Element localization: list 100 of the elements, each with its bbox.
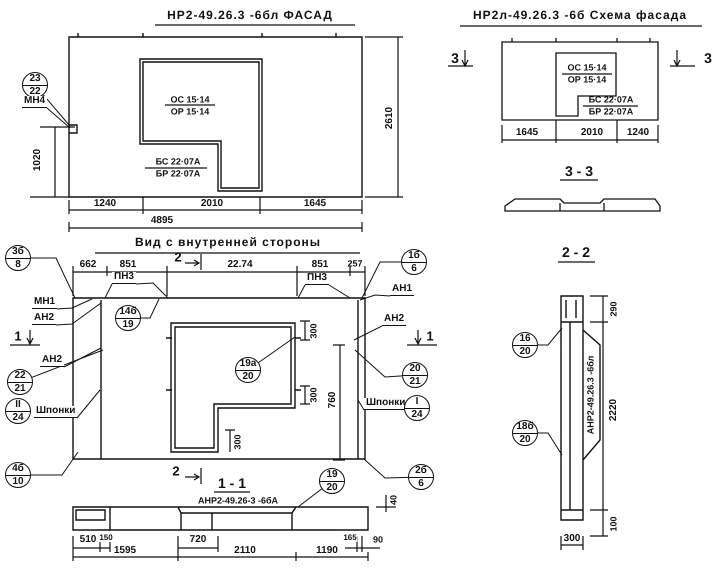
callout-circle <box>115 305 141 331</box>
dimension-value: 2010 <box>580 128 604 138</box>
callout-number: 22 <box>8 370 32 382</box>
callout-number: 10 <box>12 476 24 486</box>
callout-circle <box>404 395 430 421</box>
leader-line <box>136 282 168 298</box>
callout-number: 21 <box>409 376 421 386</box>
dimension-value: 2220 <box>609 398 619 422</box>
callout-number: 6 <box>411 262 417 274</box>
dimension-value: 150 <box>98 534 114 542</box>
leader-text: АН2 <box>40 355 64 367</box>
dimension-value: 662 <box>80 260 96 270</box>
leader-line <box>56 298 92 310</box>
callout-number: 19а <box>236 358 260 370</box>
dimension-value: 1595 <box>114 546 136 556</box>
opening-mark: БС 22·07А <box>588 96 634 104</box>
callout-number: 8 <box>15 258 21 270</box>
callout-number: 16 <box>513 334 537 346</box>
opening-mark: БР 22·07А <box>588 108 634 116</box>
opening-mark: БР 22·07А <box>156 170 200 178</box>
dimension-value: 300 <box>234 434 242 450</box>
dimension-value: 720 <box>190 535 206 545</box>
leader-line <box>364 458 408 478</box>
leader-line <box>140 298 160 318</box>
section-mark: 3 <box>704 51 712 65</box>
leader-line <box>298 488 322 508</box>
callout-circle <box>7 369 33 395</box>
callout-circle <box>512 332 538 358</box>
section-profile-drawing <box>560 295 601 521</box>
dimension-value: 22.74 <box>227 260 253 270</box>
opening-mark: ОС 15·14 <box>170 96 210 104</box>
dimension-value: 851 <box>312 260 328 270</box>
leader-text: МН4 <box>22 96 48 108</box>
section-mark: 3 <box>451 51 459 65</box>
leader-line <box>30 258 76 298</box>
dimension-value: 2610 <box>385 106 395 130</box>
leader-line <box>64 348 102 368</box>
leader-line <box>538 328 562 346</box>
leader-line <box>32 350 104 378</box>
callout-circle <box>408 464 434 490</box>
dimension-value: 300 <box>564 534 580 544</box>
callout-number: 24 <box>411 408 423 420</box>
section-title: 2 - 2 <box>562 245 590 259</box>
section-mark: 2 <box>172 464 180 478</box>
leader-text: АН1 <box>390 284 414 296</box>
callout-number: 20 <box>519 434 531 444</box>
callout-number: 22 <box>29 86 41 96</box>
callout-number: 19 <box>320 470 344 482</box>
dimension-value: 760 <box>328 392 338 408</box>
callout-number: 21 <box>14 382 26 394</box>
leader-line <box>298 284 306 298</box>
callout-number: 4б <box>6 464 30 476</box>
view-title: Вид с внутренней стороны <box>134 236 322 248</box>
callout-circle <box>512 420 538 446</box>
leader-line <box>538 432 562 456</box>
dimension-value: 1240 <box>94 199 116 209</box>
section-profile-drawing <box>72 506 369 531</box>
leader-text: АН2 <box>32 313 56 325</box>
callout-circle <box>22 72 48 98</box>
callout-number: 20 <box>242 370 254 382</box>
leader-line <box>42 94 70 126</box>
dimension-value: 40 <box>390 495 398 505</box>
dimension-value: 257 <box>347 260 363 268</box>
callout-number: 2б <box>409 466 433 478</box>
panel-facade-drawing <box>68 32 363 198</box>
panel-mark: АНР2-49.26-3 -6бА <box>198 496 278 506</box>
callout-circle <box>5 462 31 488</box>
opening-mark: ОР 15·14 <box>170 108 210 116</box>
leader-line <box>46 108 70 128</box>
leader-text: ПН3 <box>305 273 329 285</box>
callout-circle <box>5 245 31 271</box>
section-mark: 1 <box>426 330 434 342</box>
leader-line <box>358 400 364 410</box>
opening-mark: ОР 15·14 <box>568 76 606 84</box>
leader-text: АН2 <box>382 314 406 326</box>
dimension-value: 2110 <box>234 546 256 556</box>
callout-circle <box>5 398 31 424</box>
dimension-value: 290 <box>610 301 618 317</box>
callout-number: 20 <box>326 482 338 492</box>
callout-number: 14б <box>116 306 140 318</box>
dimension-value: 1645 <box>516 128 538 138</box>
callout-number: I <box>405 396 429 408</box>
leader-line <box>104 284 112 298</box>
leader-line <box>56 302 102 326</box>
view-title: НР2л-49.26.3 -6б Схема фасада <box>473 9 687 21</box>
dimension-value: 1190 <box>316 546 338 556</box>
dimension-value: 100 <box>610 516 618 532</box>
callout-circle <box>402 362 428 388</box>
view-title: НР2-49.26.3 -6бл ФАСАД <box>167 9 333 21</box>
leader-text: ПН3 <box>112 272 136 284</box>
dimension-value: 2010 <box>200 199 224 209</box>
callout-number: 20 <box>519 346 531 356</box>
dimension-value: 1240 <box>626 128 650 138</box>
leader-line <box>258 336 296 363</box>
leader-line <box>30 452 78 476</box>
opening-mark: ОС 15·14 <box>567 64 607 72</box>
panel-mark: АНР2-49.26.3 -6бл <box>586 356 596 434</box>
leader-text: Шпонки <box>364 398 408 410</box>
leader-line <box>354 350 402 378</box>
leader-line <box>360 294 390 300</box>
